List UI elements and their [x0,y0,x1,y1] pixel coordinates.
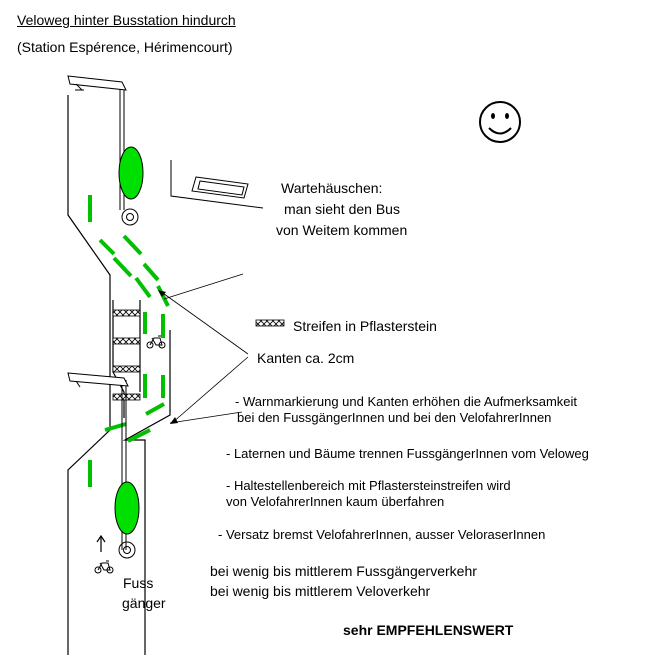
diagram-subtitle: (Station Espérence, Hérimencourt) [17,39,233,55]
pedestrian-label-line1: Fuss [123,575,154,591]
condition-bike: bei wenig bis mittlerem Veloverkehr [210,583,431,599]
note-line-4: - Haltestellenbereich mit Pflastersteins… [226,478,511,493]
shelter-label-line1: Wartehäuschen: [281,180,383,196]
up-arrow-icon [96,534,106,552]
diagram-title: Veloweg hinter Busstation hindurch [17,12,236,28]
shelter-label-line2: man sieht den Bus [284,201,400,217]
legend-stripe-swatch [255,319,285,327]
street-lamp-icon [67,75,127,210]
note-line-5: von VelofahrerInnen kaum überfahren [226,494,445,509]
tree-icon [118,146,144,200]
rating-label: sehr EMPFEHLENSWERT [343,622,514,638]
lamp-base [121,208,139,226]
pedestrian-label-line2: gänger [122,595,166,611]
condition-pedestrian: bei wenig bis mittlerem Fussgängerverkeh… [210,563,477,579]
building-outline [170,160,264,209]
bicycle-icon [94,560,114,574]
path-right-edge [122,330,171,655]
pointer-arrowhead [170,417,178,424]
note-line-3: - Laternen und Bäume trennen FussgängerI… [226,446,589,461]
note-line-6: - Versatz bremst VelofahrerInnen, ausser… [218,527,546,542]
pointer-lines [159,273,249,424]
stripes-legend-label: Streifen in Pflasterstein [293,318,437,334]
lamp-base [118,541,136,559]
shelter-label-line3: von Weitem kommen [276,222,408,238]
note-line-1: - Warnmarkierung und Kanten erhöhen die … [235,394,578,409]
path-left-edge [67,95,111,655]
warning-markings [88,195,170,487]
note-line-2: bei den FussgängerInnen und bei den Velo… [237,410,552,425]
tree-icon [114,481,140,535]
edges-label: Kanten ca. 2cm [257,350,355,366]
smiley-icon [479,101,521,143]
pointer-arrowhead [158,290,166,297]
waiting-shelter [191,176,249,199]
bicycle-icon [146,335,166,349]
